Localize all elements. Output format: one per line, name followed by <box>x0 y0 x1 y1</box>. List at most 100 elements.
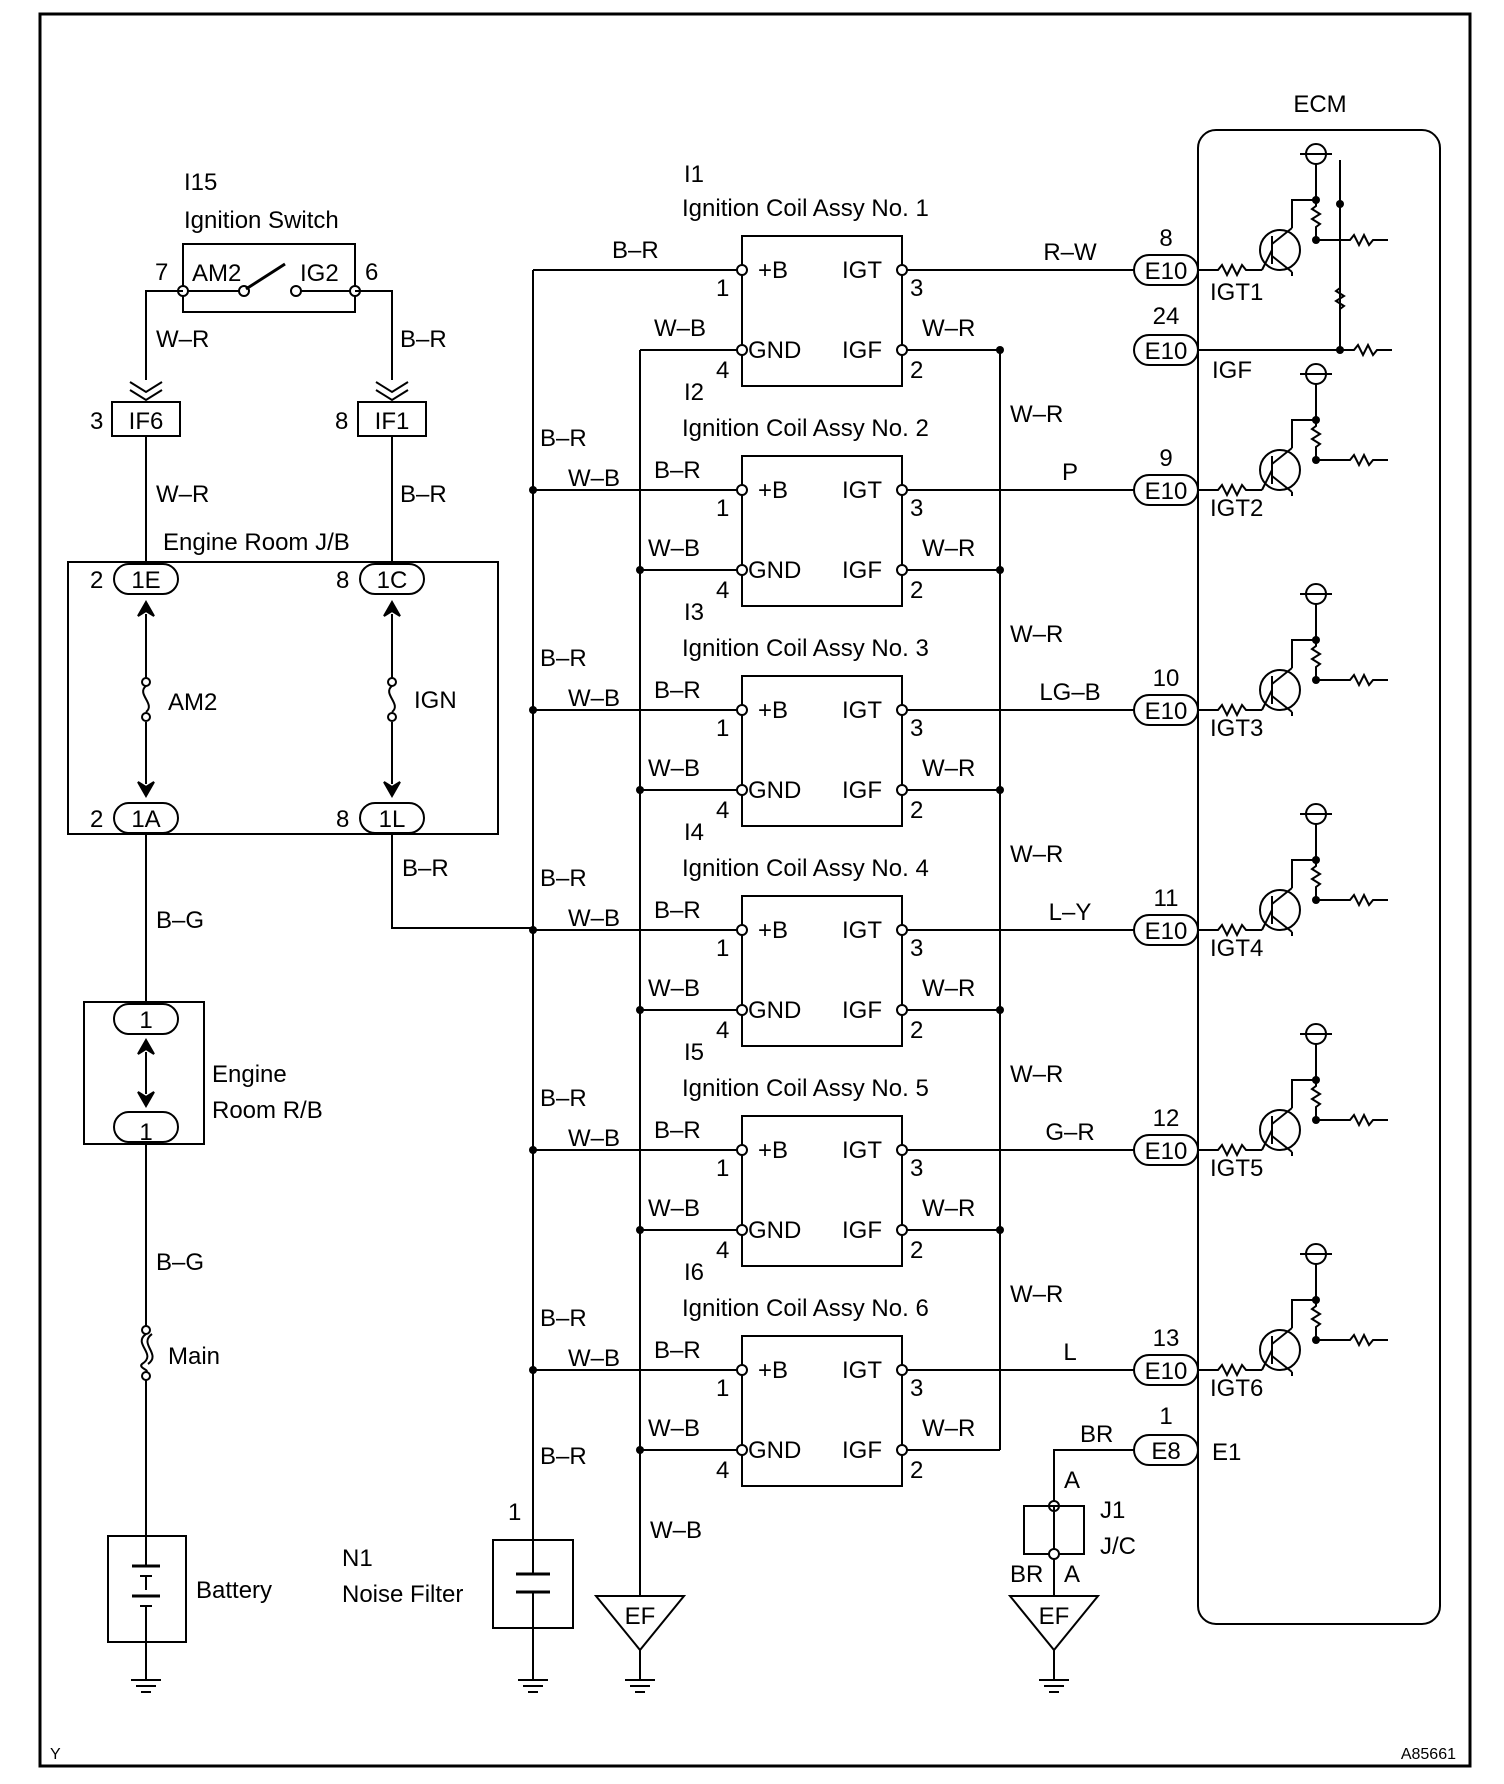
svg-text:GND: GND <box>748 1217 801 1244</box>
junction-dot <box>529 1146 537 1154</box>
connector-if1: IF1 8 <box>335 401 427 437</box>
pin-terminal <box>736 704 748 716</box>
figure-code: A85661 <box>1401 1746 1456 1763</box>
coil-name: Ignition Coil Assy No. 6 <box>682 1295 929 1322</box>
svg-text:11: 11 <box>1154 885 1179 912</box>
pin-terminal <box>896 344 908 356</box>
svg-text:1A: 1A <box>131 806 160 833</box>
svg-text:IGT: IGT <box>842 1137 882 1164</box>
svg-text:J1: J1 <box>1100 1497 1125 1524</box>
junction-dot <box>529 926 537 934</box>
svg-text:+B: +B <box>758 917 788 944</box>
ignition-switch-name: Ignition Switch <box>184 207 339 234</box>
ground-icon <box>517 1671 549 1693</box>
junction-dot <box>636 1226 644 1234</box>
junction-dot <box>636 1006 644 1014</box>
pin-terminal <box>736 924 748 936</box>
ecm-igf-circuit <box>1334 160 1392 358</box>
svg-text:3: 3 <box>90 408 103 435</box>
ecm-name: ECM <box>1293 91 1346 118</box>
wire-label: B–R <box>540 1085 587 1112</box>
svg-text:3: 3 <box>910 495 923 522</box>
wire-label: B–R <box>654 1117 701 1144</box>
svg-text:24: 24 <box>1153 303 1180 330</box>
pin-terminal <box>896 264 908 276</box>
svg-text:4: 4 <box>716 1457 729 1484</box>
svg-text:A: A <box>1064 1561 1080 1588</box>
junction-dot <box>996 566 1004 574</box>
svg-text:E10: E10 <box>1145 338 1188 365</box>
ignition-switch-pin-right: 6 <box>365 259 378 286</box>
svg-text:2: 2 <box>910 357 923 384</box>
junction-connector: A J1 J/C BR A <box>1010 1467 1136 1588</box>
wire-label: B–R <box>400 326 447 353</box>
ecm-signal-label: IGT2 <box>1210 495 1263 522</box>
svg-text:1C: 1C <box>377 567 408 594</box>
engine-room-jb-name: Engine Room J/B <box>163 529 350 556</box>
coil-body <box>741 455 903 607</box>
svg-text:2: 2 <box>910 1237 923 1264</box>
svg-text:1: 1 <box>139 1007 152 1034</box>
junction-dot <box>1336 200 1344 208</box>
wire-label: R–W <box>1043 239 1097 266</box>
coil-name: Ignition Coil Assy No. 3 <box>682 635 929 662</box>
svg-text:3: 3 <box>910 935 923 962</box>
ef-ground-left: EF <box>593 1595 687 1672</box>
svg-text:IGF: IGF <box>842 1217 882 1244</box>
svg-text:1: 1 <box>139 1119 152 1146</box>
svg-text:3: 3 <box>910 275 923 302</box>
coil-id: I4 <box>684 819 704 846</box>
wire-label: B–R <box>540 425 587 452</box>
svg-text:EF: EF <box>625 1603 656 1630</box>
svg-text:IGT: IGT <box>842 257 882 284</box>
svg-text:E10: E10 <box>1145 698 1188 725</box>
coil-body <box>741 1335 903 1487</box>
pin-terminal <box>896 1004 908 1016</box>
svg-text:IGF: IGF <box>842 337 882 364</box>
coil-id: I5 <box>684 1039 704 1066</box>
svg-text:2: 2 <box>910 577 923 604</box>
ecm-driver-igt1: IGT1 <box>1198 143 1388 306</box>
svg-text:+B: +B <box>758 697 788 724</box>
transistor-icon <box>1259 449 1301 491</box>
svg-text:BR: BR <box>1010 1561 1043 1588</box>
ecm-driver-igt4: IGT4 <box>1198 803 1388 962</box>
main-fusible-link: Main <box>140 1325 220 1381</box>
pin-terminal <box>736 1224 748 1236</box>
wire-label: W–R <box>922 1415 975 1442</box>
ignition-switch-pin-left: 7 <box>155 259 168 286</box>
transistor-icon <box>1259 1109 1301 1151</box>
ecm-signal-label: IGT1 <box>1210 279 1263 306</box>
wire-label: W–R <box>1010 841 1063 868</box>
connector-if6: IF6 3 <box>90 401 181 437</box>
svg-text:8: 8 <box>1159 225 1172 252</box>
coil-name: Ignition Coil Assy No. 4 <box>682 855 929 882</box>
svg-text:J/C: J/C <box>1100 1533 1136 1560</box>
svg-text:+B: +B <box>758 257 788 284</box>
wire-label: L–Y <box>1049 899 1092 926</box>
coil-body <box>741 1115 903 1267</box>
svg-text:IGF: IGF <box>842 1437 882 1464</box>
pin-terminal <box>896 1144 908 1156</box>
svg-text:1E: 1E <box>131 567 160 594</box>
wire-label: W–R <box>156 326 209 353</box>
pin-terminal <box>896 1364 908 1376</box>
coil-body <box>741 895 903 1047</box>
pin-terminal <box>736 1004 748 1016</box>
svg-text:Battery: Battery <box>196 1577 272 1604</box>
svg-text:1: 1 <box>1159 1403 1172 1430</box>
ground-icon <box>624 1671 656 1693</box>
svg-text:Room R/B: Room R/B <box>212 1097 323 1124</box>
wire-label: P <box>1062 459 1078 486</box>
svg-text:+B: +B <box>758 1137 788 1164</box>
svg-text:10: 10 <box>1153 665 1180 692</box>
svg-text:4: 4 <box>716 357 729 384</box>
junction-dot <box>996 346 1004 354</box>
wire-label: W–B <box>568 465 620 492</box>
ignition-switch: I15 Ignition Switch 7 6 AM2 IG2 <box>155 169 378 313</box>
wire-label: L <box>1063 1339 1076 1366</box>
